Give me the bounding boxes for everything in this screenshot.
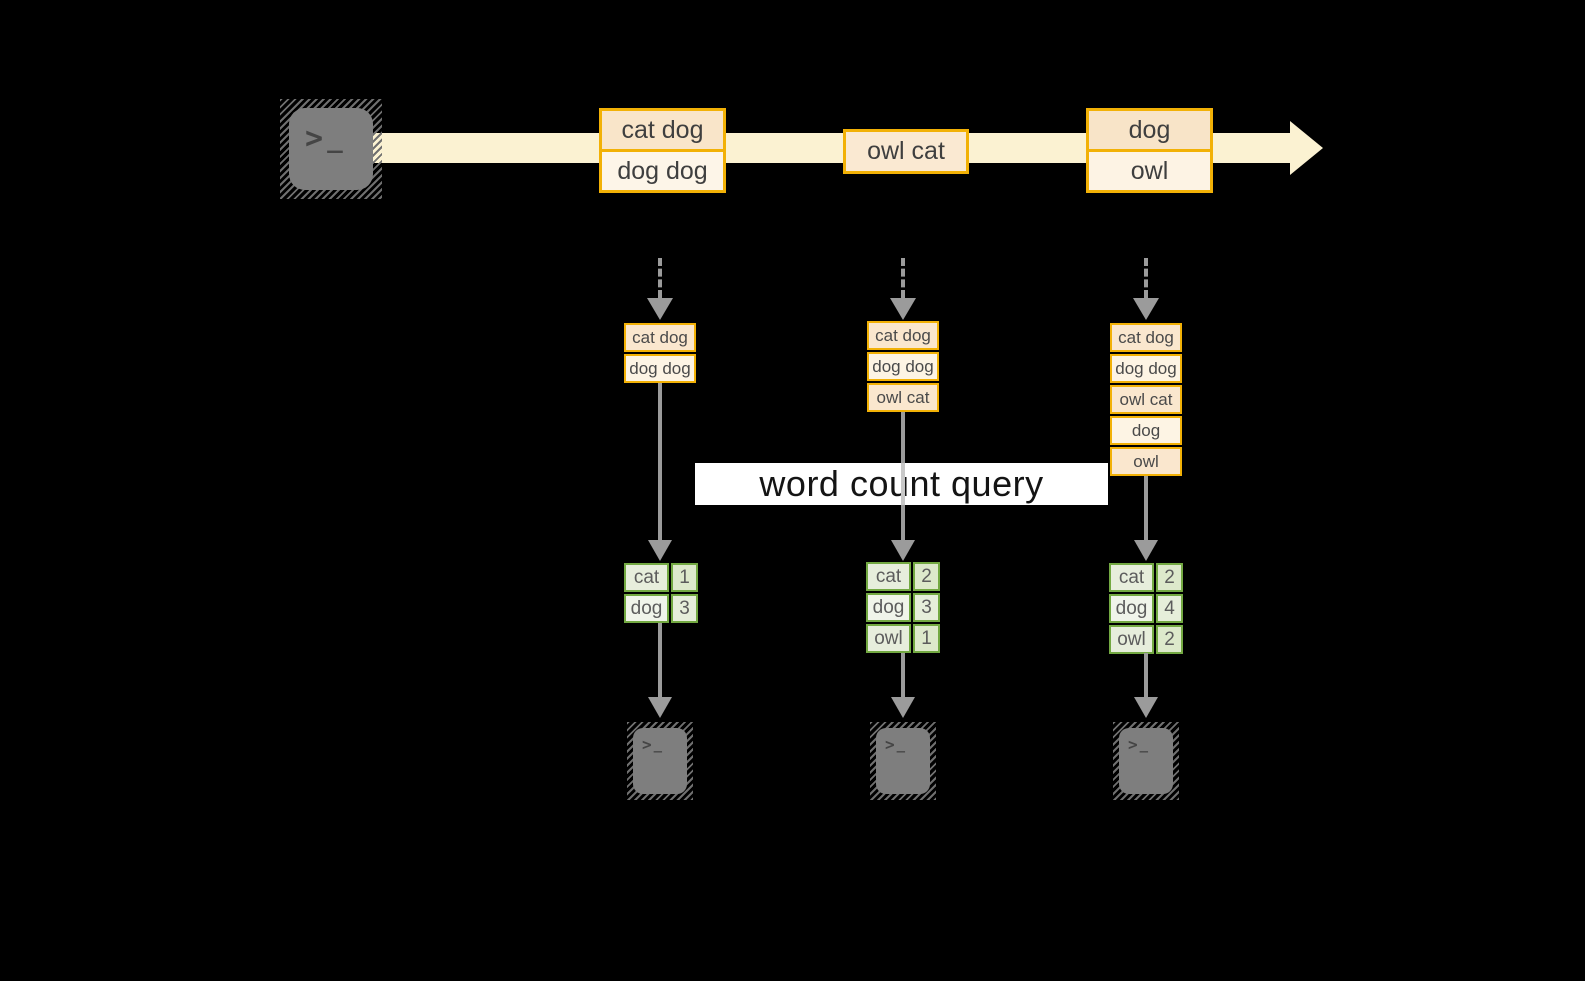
word-count-table: cat 1 dog 3 — [624, 563, 698, 623]
word-cell: owl — [866, 624, 911, 653]
arrow-down-icon — [648, 697, 672, 718]
sink-arrow-line — [658, 623, 662, 697]
terminal-prompt-glyph: > — [1128, 735, 1138, 754]
arrow-down-icon — [891, 697, 915, 718]
table-row: cat 2 — [1109, 563, 1183, 592]
word-cell: cat — [1109, 563, 1154, 592]
event-buffer-stack: cat dog dog dog — [624, 323, 696, 383]
ingest-arrow-line — [1144, 258, 1148, 298]
sink-terminal-icon: > _ — [870, 722, 936, 800]
word-cell: dog — [1109, 594, 1154, 623]
stream-event-box: owl cat — [843, 129, 969, 174]
buffer-item: cat dog — [867, 321, 939, 350]
stream-event-line: owl cat — [846, 132, 966, 171]
stream-event-box: dog owl — [1086, 108, 1213, 193]
word-cell: dog — [866, 593, 911, 622]
buffer-item: dog dog — [1110, 354, 1182, 383]
arrow-down-icon — [890, 298, 916, 320]
sink-arrow-line — [1144, 653, 1148, 697]
word-cell: cat — [624, 563, 669, 592]
arrow-down-icon — [648, 540, 672, 561]
buffer-item: cat dog — [1110, 323, 1182, 352]
terminal-screen: > _ — [876, 728, 930, 794]
terminal-prompt-glyph: > — [642, 735, 652, 754]
count-cell: 3 — [913, 593, 940, 622]
table-row: owl 1 — [866, 624, 940, 653]
arrow-down-icon — [647, 298, 673, 320]
stream-event-box: cat dog dog dog — [599, 108, 726, 193]
stream-event-line: owl — [1089, 149, 1210, 190]
source-terminal-icon: > _ — [280, 99, 382, 199]
stream-event-line: dog dog — [602, 149, 723, 190]
ingest-arrow-line — [658, 258, 662, 298]
word-cell: owl — [1109, 625, 1154, 654]
word-count-table: cat 2 dog 3 owl 1 — [866, 562, 940, 653]
count-cell: 3 — [671, 594, 698, 623]
count-cell: 1 — [671, 563, 698, 592]
query-arrow-line — [1144, 476, 1148, 540]
buffer-item: owl — [1110, 447, 1182, 476]
table-row: dog 3 — [624, 594, 698, 623]
count-cell: 2 — [913, 562, 940, 591]
sink-terminal-icon: > _ — [627, 722, 693, 800]
table-row: cat 2 — [866, 562, 940, 591]
word-cell: cat — [866, 562, 911, 591]
terminal-cursor-glyph: _ — [327, 124, 343, 154]
table-row: cat 1 — [624, 563, 698, 592]
count-cell: 2 — [1156, 625, 1183, 654]
arrow-down-icon — [1134, 697, 1158, 718]
table-row: owl 2 — [1109, 625, 1183, 654]
buffer-item: owl cat — [1110, 385, 1182, 414]
terminal-cursor-glyph: _ — [1139, 737, 1149, 753]
word-count-table: cat 2 dog 4 owl 2 — [1109, 563, 1183, 654]
buffer-item: dog dog — [624, 354, 696, 383]
sink-terminal-icon: > _ — [1113, 722, 1179, 800]
count-cell: 2 — [1156, 563, 1183, 592]
terminal-prompt-glyph: > — [885, 735, 895, 754]
arrow-down-icon — [1134, 540, 1158, 561]
stream-event-line: cat dog — [602, 111, 723, 149]
event-buffer-stack: cat dog dog dog owl cat — [867, 321, 939, 412]
count-cell: 4 — [1156, 594, 1183, 623]
buffer-item: dog dog — [867, 352, 939, 381]
terminal-cursor-glyph: _ — [653, 737, 663, 753]
arrow-down-icon — [1133, 298, 1159, 320]
count-cell: 1 — [913, 624, 940, 653]
buffer-item: dog — [1110, 416, 1182, 445]
terminal-cursor-glyph: _ — [896, 737, 906, 753]
table-row: dog 3 — [866, 593, 940, 622]
buffer-item: owl cat — [867, 383, 939, 412]
terminal-screen: > _ — [1119, 728, 1173, 794]
event-buffer-stack: cat dog dog dog owl cat dog owl — [1110, 323, 1182, 476]
sink-arrow-line — [901, 653, 905, 697]
stream-arrowhead-icon — [1290, 121, 1323, 175]
terminal-screen: > _ — [633, 728, 687, 794]
query-arrow-line — [658, 383, 662, 540]
terminal-prompt-glyph: > — [305, 121, 324, 156]
word-cell: dog — [624, 594, 669, 623]
arrow-down-icon — [891, 540, 915, 561]
terminal-screen: > _ — [289, 108, 373, 190]
stream-event-line: dog — [1089, 111, 1210, 149]
buffer-item: cat dog — [624, 323, 696, 352]
ingest-arrow-line — [901, 258, 905, 298]
table-row: dog 4 — [1109, 594, 1183, 623]
query-arrow-line-overlay — [901, 463, 905, 505]
